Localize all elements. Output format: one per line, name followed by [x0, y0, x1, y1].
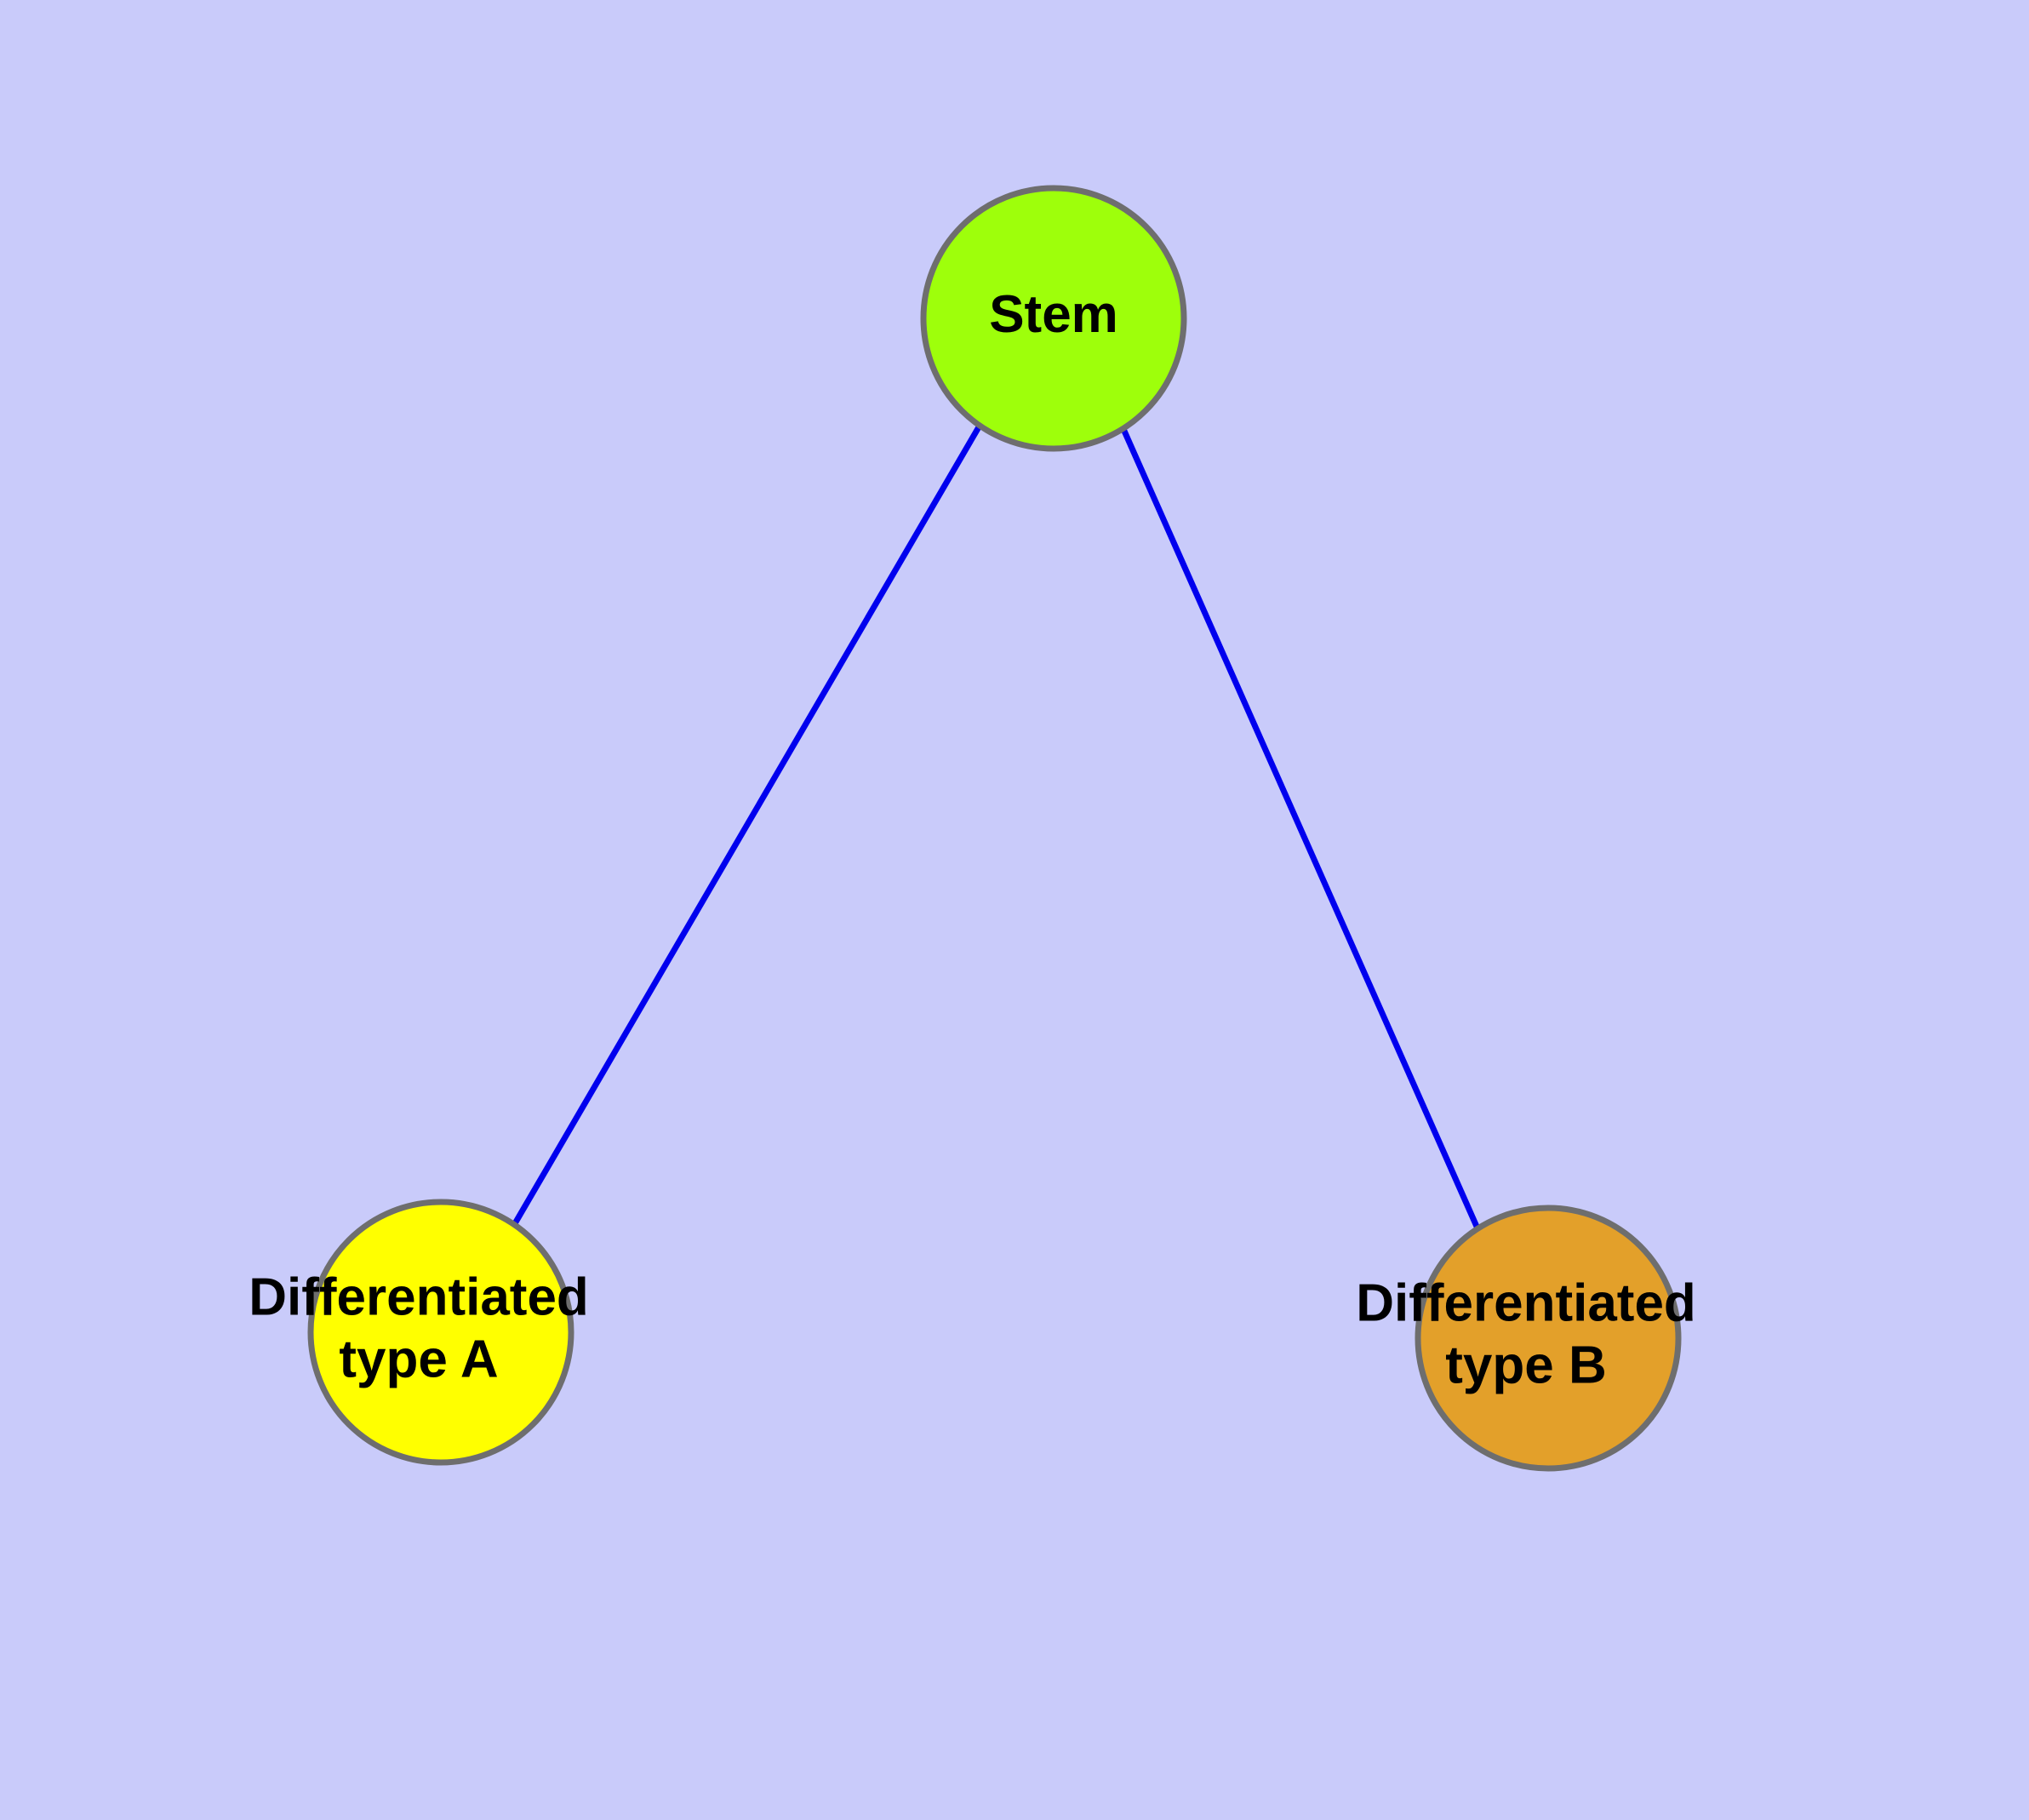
- node-label-line: Stem: [989, 285, 1118, 344]
- node-label-line: type B: [1445, 1336, 1606, 1395]
- node-label-stem: Stem: [989, 285, 1118, 344]
- node-label-line: type A: [339, 1331, 498, 1389]
- nodes-layer: [307, 185, 1682, 1472]
- node-label-line: Differentiated: [249, 1268, 589, 1327]
- edges-layer: [511, 424, 1481, 1230]
- node-stem[interactable]: [920, 185, 1187, 452]
- node-diff_a[interactable]: [307, 1199, 574, 1466]
- node-label-line: Differentiated: [1356, 1274, 1696, 1333]
- edge-stem-diff-b[interactable]: [1120, 427, 1481, 1230]
- node-diff_b[interactable]: [1415, 1205, 1682, 1472]
- edge-stem-diff-a[interactable]: [511, 424, 983, 1227]
